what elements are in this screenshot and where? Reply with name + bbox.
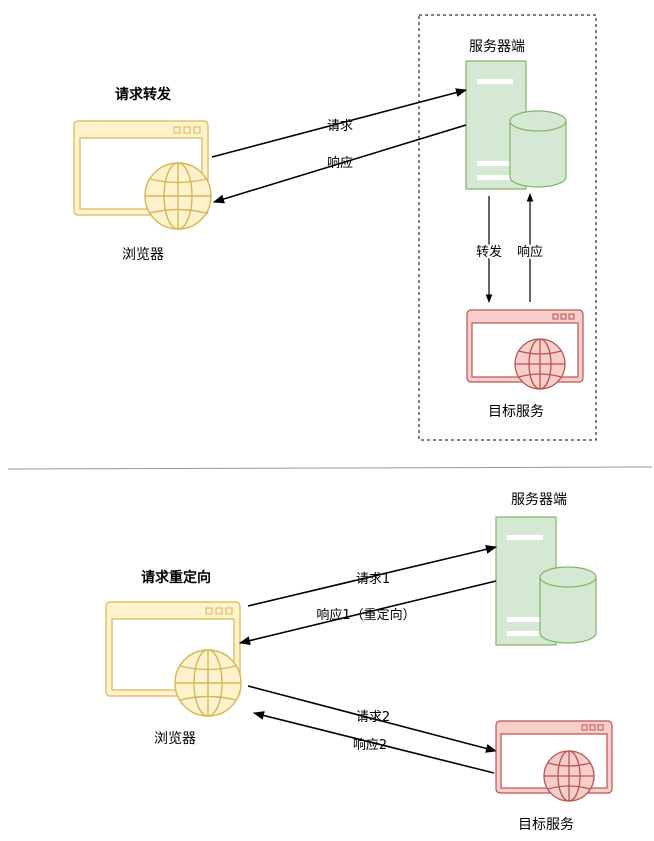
forward-server-boundary xyxy=(418,14,597,441)
redirect-target-label: 目标服务 xyxy=(518,817,574,833)
server-icon xyxy=(465,60,567,190)
globe-icon xyxy=(514,338,566,390)
redirect-request1-label: 请求1 xyxy=(356,572,390,587)
forward-response-label: 响应 xyxy=(327,155,353,171)
globe-icon xyxy=(144,162,212,230)
redirect-title: 请求重定向 xyxy=(141,569,211,586)
redirect-request1-arrow xyxy=(247,544,498,607)
redirect-request2-arrow xyxy=(247,685,498,753)
forward-response-arrow xyxy=(212,124,467,204)
forward-server-label: 服务器端 xyxy=(469,39,525,55)
redirect-response1-arrow xyxy=(238,580,497,645)
redirect-browser xyxy=(105,601,242,717)
forward-browser xyxy=(73,120,212,230)
globe-icon xyxy=(543,750,595,802)
forward-inner-label: 转发 xyxy=(476,244,502,260)
redirect-response2-label: 响应2 xyxy=(353,737,387,753)
forward-target xyxy=(466,309,584,390)
forward-browser-label: 浏览器 xyxy=(122,247,164,263)
redirect-response2-arrow xyxy=(252,711,495,774)
redirect-response1-label: 响应1（重定向） xyxy=(316,607,415,623)
forward-inner-response-label: 响应 xyxy=(517,244,543,260)
server-icon xyxy=(495,516,597,646)
redirect-server-label: 服务器端 xyxy=(511,492,567,508)
globe-icon xyxy=(174,649,242,717)
forward-request-label: 请求 xyxy=(327,119,353,134)
redirect-target xyxy=(495,720,613,802)
forward-target-label: 目标服务 xyxy=(488,404,544,420)
redirect-request2-label: 请求2 xyxy=(356,710,390,725)
section-divider xyxy=(7,466,653,470)
forward-request-arrow xyxy=(211,88,468,158)
forward-title: 请求转发 xyxy=(115,86,172,103)
redirect-browser-label: 浏览器 xyxy=(154,731,196,747)
